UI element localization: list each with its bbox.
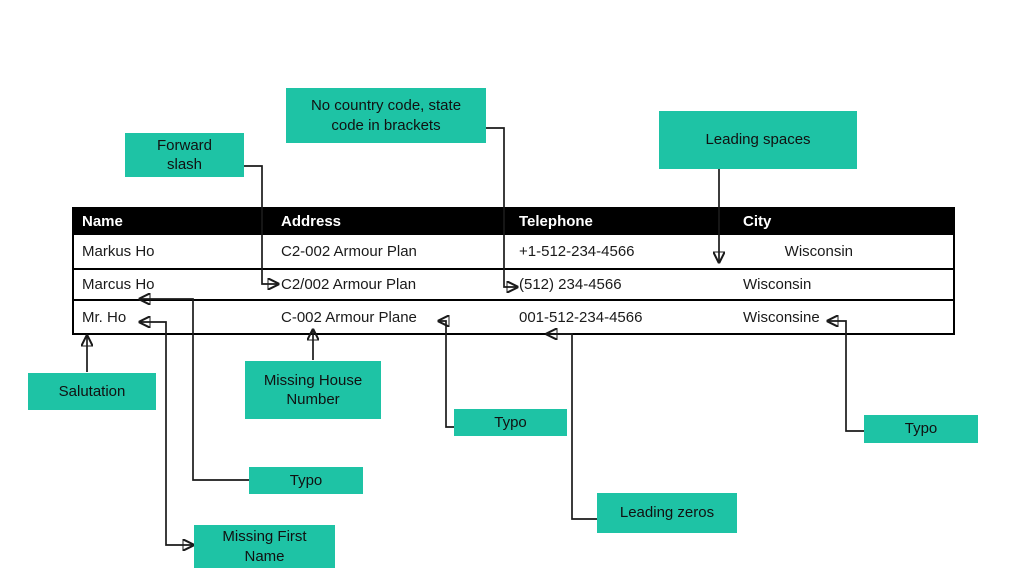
callout-forward-slash: Forward slash <box>125 133 244 177</box>
callout-no-country-code: No country code, state code in brackets <box>286 88 486 143</box>
callout-label: Leading spaces <box>705 131 811 149</box>
table-row: Markus Ho C2-002 Armour Plan +1-512-234-… <box>73 233 954 269</box>
cell-telephone: +1-512-234-4566 <box>509 233 729 269</box>
callout-label: Forward slash <box>156 136 212 174</box>
record-table: Name Address Telephone City Markus Ho C2… <box>72 207 955 335</box>
callout-label: Typo <box>289 471 323 489</box>
callout-label: Salutation <box>58 382 126 400</box>
callout-label: No country code, state code in brackets <box>310 97 462 134</box>
cell-address: C-002 Armour Plane <box>269 299 509 334</box>
callout-typo-wisconsine: Typo <box>864 415 978 443</box>
callout-leading-spaces: Leading spaces <box>659 111 857 169</box>
table-row: Mr. Ho C-002 Armour Plane 001-512-234-45… <box>73 299 954 334</box>
connector-missing-first-name <box>141 322 192 545</box>
callout-missing-first-name: Missing First Name <box>194 525 335 568</box>
table-row: Marcus Ho C2/002 Armour Plan (512) 234-4… <box>73 268 954 300</box>
callout-leading-zeros: Leading zeros <box>597 493 737 533</box>
cell-address: C2/002 Armour Plan <box>269 268 509 300</box>
cell-name: Markus Ho <box>73 233 269 269</box>
column-header-city: City <box>729 208 954 234</box>
callout-label: Typo <box>494 413 527 431</box>
callout-label: Leading zeros <box>619 504 715 522</box>
callout-missing-house-number: Missing House Number <box>245 361 381 419</box>
callout-label: Missing House Number <box>263 371 363 409</box>
cell-city: Wisconsin <box>729 233 954 269</box>
callout-label: Missing First Name <box>222 528 307 565</box>
column-header-telephone: Telephone <box>509 208 729 234</box>
connector-typo-middle <box>440 321 454 428</box>
cell-telephone: 001-512-234-4566 <box>509 299 729 334</box>
callout-label: Typo <box>904 420 938 438</box>
callout-typo-plane: Typo <box>454 409 567 436</box>
callout-typo-marcus: Typo <box>249 467 363 494</box>
column-header-name: Name <box>73 208 269 234</box>
column-header-address: Address <box>269 208 509 234</box>
cell-city: Wisconsine <box>729 299 954 334</box>
table-header-row: Name Address Telephone City <box>73 208 954 234</box>
callout-salutation: Salutation <box>28 373 156 410</box>
cell-address: C2-002 Armour Plan <box>269 233 509 269</box>
cell-name: Mr. Ho <box>73 299 269 334</box>
cell-name: Marcus Ho <box>73 268 269 300</box>
connector-typo-right <box>829 321 864 432</box>
cell-telephone: (512) 234-4566 <box>509 268 729 300</box>
cell-city: Wisconsin <box>729 268 954 300</box>
